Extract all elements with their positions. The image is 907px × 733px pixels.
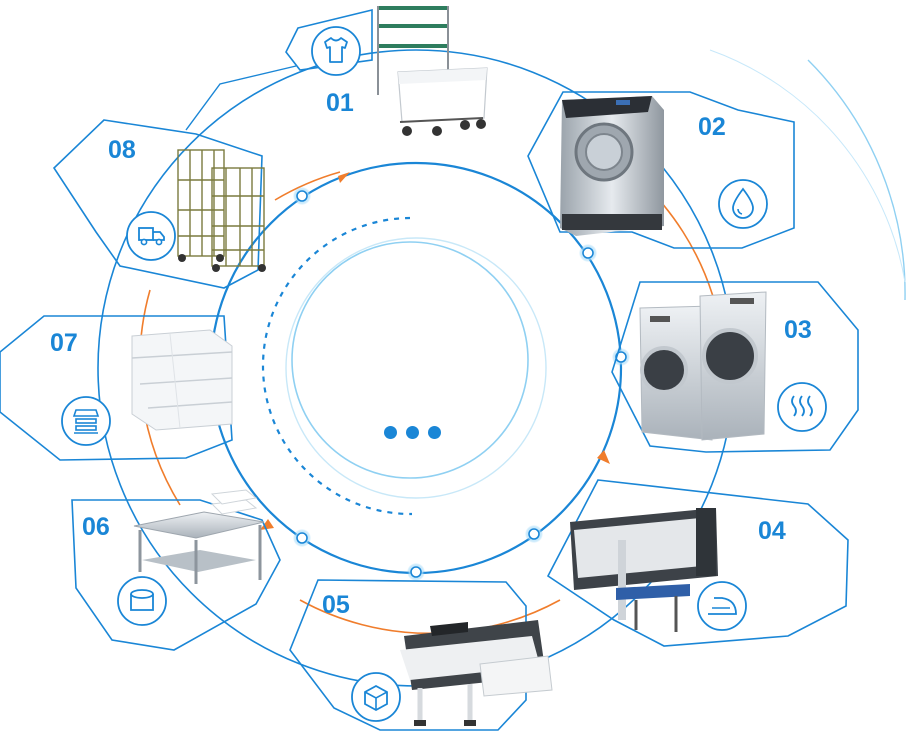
water-drop-icon [718, 179, 768, 229]
step-02: 02 [527, 91, 795, 249]
step-number: 02 [698, 113, 726, 141]
stool-icon [117, 576, 167, 626]
dot [406, 426, 419, 439]
dot [428, 426, 441, 439]
stacked-linen-icon [61, 396, 111, 446]
step-number: 01 [326, 89, 354, 117]
step-number: 08 [108, 136, 136, 164]
storage-shelf-image [131, 329, 233, 431]
dashed-arc [261, 216, 413, 516]
iron-icon [697, 581, 747, 631]
step-08: 08 [52, 119, 266, 289]
flatwork-ironer-image [570, 508, 718, 632]
step-01: 01 [185, 6, 488, 136]
ring-nodes [209, 187, 630, 581]
washer-extractor-image [560, 96, 664, 236]
roll-container-wheels [178, 254, 266, 272]
heat-waves-icon [777, 382, 827, 432]
step-06: 06 [71, 489, 281, 651]
step-04: 04 [546, 479, 849, 647]
step-number: 07 [50, 329, 78, 357]
step-number: 03 [784, 316, 812, 344]
folding-machine-image [400, 620, 553, 726]
tumble-dryer-image [639, 291, 767, 441]
dot [384, 426, 397, 439]
box-icon [351, 672, 401, 722]
step-number: 04 [758, 517, 786, 545]
step-07: 07 [0, 315, 233, 461]
step-03: 03 [611, 281, 859, 453]
tshirt-icon [311, 26, 361, 76]
roll-container-image [177, 149, 265, 267]
main-ring [209, 161, 623, 575]
center-hub [285, 237, 547, 499]
flow-arrows [260, 172, 610, 530]
folding-table-image [133, 489, 265, 584]
delivery-truck-icon [126, 211, 176, 261]
more-dots [384, 426, 441, 439]
step-number: 06 [82, 513, 110, 541]
step-number: 05 [322, 591, 350, 619]
step-05: 05 [289, 579, 553, 731]
linen-cart-image [377, 6, 488, 136]
